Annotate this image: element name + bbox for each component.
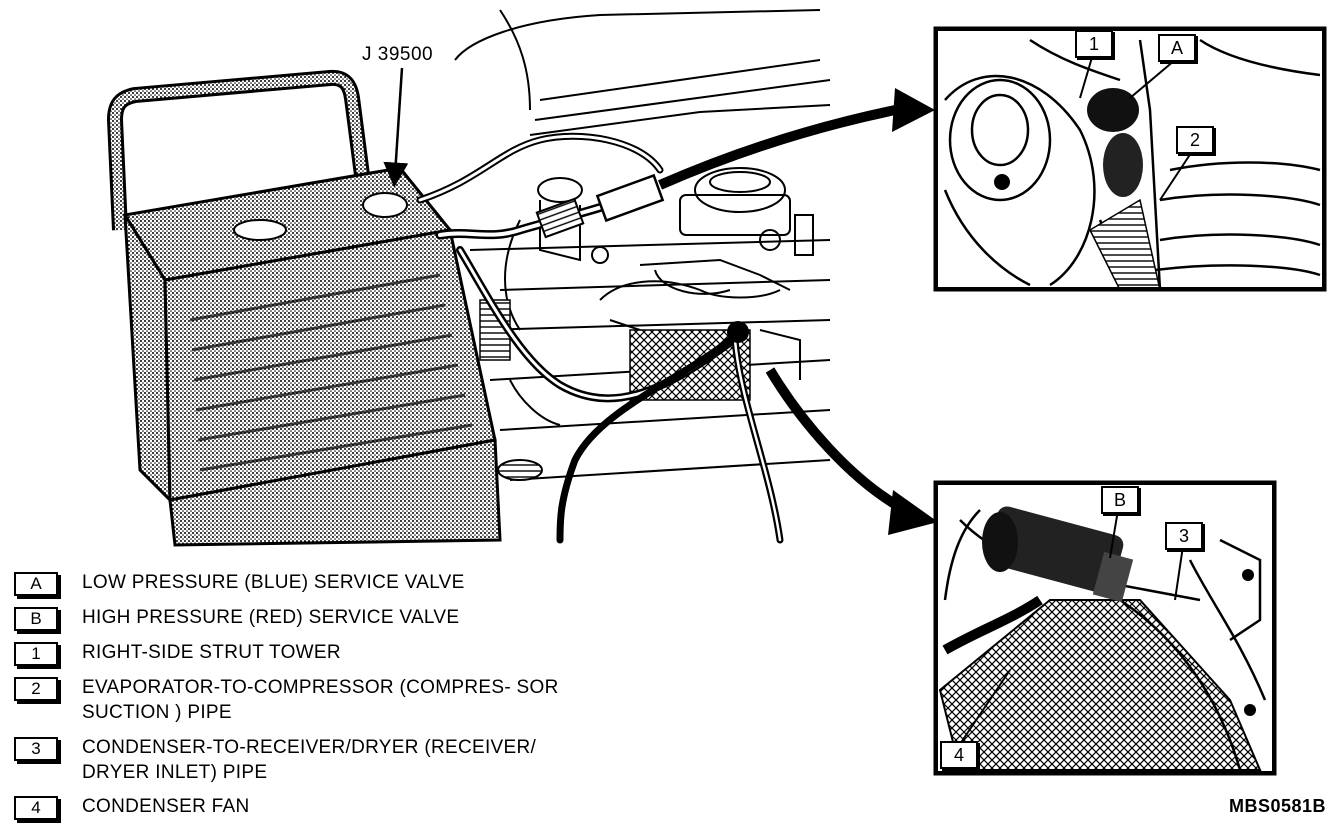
service-station-cart (106, 69, 502, 547)
callout-b: B (1101, 486, 1139, 514)
legend-text: CONDENSER-TO-RECEIVER/DRYER (RECEIVER/ D… (82, 737, 537, 783)
arrow-to-lower-inset (765, 367, 908, 515)
callout-a: A (1158, 34, 1196, 62)
service-hoses (416, 132, 784, 544)
upper-inset-frame (935, 28, 1325, 290)
legend-row: B HIGH PRESSURE (RED) SERVICE VALVE (14, 605, 602, 631)
legend-key: 1 (14, 642, 58, 666)
legend-text: HIGH PRESSURE (RED) SERVICE VALVE (82, 607, 460, 628)
arrow-to-upper-inset-head (892, 88, 935, 132)
arrow-to-lower-inset-head (888, 490, 938, 535)
legend-key: 2 (14, 677, 58, 701)
legend-row: 4 CONDENSER FAN (14, 794, 602, 820)
figure-id: MBS0581B (1228, 796, 1326, 816)
legend-row: 3 CONDENSER-TO-RECEIVER/DRYER (RECEIVER/… (14, 735, 602, 785)
arrow-to-upper-inset (657, 103, 906, 190)
upper-inset-detail (933, 26, 1327, 292)
legend-row: 1 RIGHT-SIDE STRUT TOWER (14, 640, 602, 666)
callout-2: 2 (1176, 126, 1214, 154)
legend-row: 2 EVAPORATOR-TO-COMPRESSOR (COMPRES- SOR… (14, 675, 582, 725)
legend-row: A LOW PRESSURE (BLUE) SERVICE VALVE (14, 570, 602, 596)
callout-leaders (959, 53, 1194, 745)
tool-label: J 39500 (362, 44, 434, 65)
legend-key: 3 (14, 737, 58, 761)
legend-text: CONDENSER FAN (82, 796, 250, 817)
tool-pointer (383, 67, 409, 188)
callout-1: 1 (1075, 30, 1113, 58)
lower-inset-detail (933, 480, 1277, 776)
callout-3: 3 (1165, 522, 1203, 550)
lower-inset-frame (935, 482, 1275, 774)
legend-text: EVAPORATOR-TO-COMPRESSOR (COMPRES- SOR S… (82, 677, 559, 723)
legend-key: 4 (14, 796, 58, 820)
callout-4: 4 (940, 741, 978, 769)
legend-key: B (14, 607, 58, 631)
legend-text: RIGHT-SIDE STRUT TOWER (82, 642, 341, 663)
engine-bay-drawing (454, 9, 831, 481)
legend-key: A (14, 572, 58, 596)
legend-text: LOW PRESSURE (BLUE) SERVICE VALVE (82, 572, 465, 593)
